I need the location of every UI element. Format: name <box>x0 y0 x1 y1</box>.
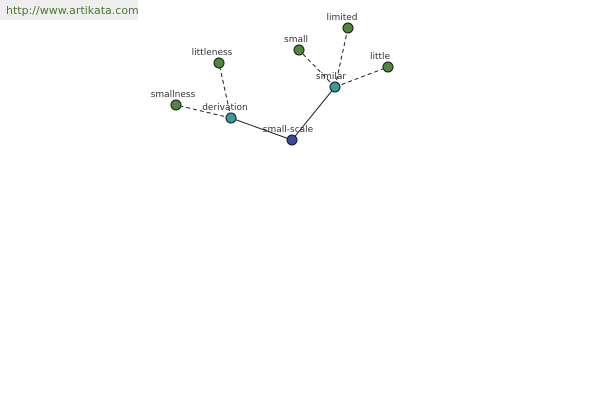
node-label-littleness: littleness <box>192 48 233 58</box>
node-smallness[interactable]: smallness <box>151 90 196 111</box>
edges-layer <box>175 27 389 141</box>
node-littleness[interactable]: littleness <box>192 48 233 69</box>
node-dot-similar[interactable] <box>329 81 341 93</box>
node-label-limited: limited <box>326 13 357 23</box>
nodes-layer: small-scale derivation similar smallness lit… <box>151 13 394 146</box>
node-similar[interactable]: similar <box>316 72 346 93</box>
node-dot-littleness[interactable] <box>213 57 225 69</box>
node-small-scale[interactable]: small-scale <box>263 125 314 146</box>
edge-derivation-to-littleness <box>218 62 232 119</box>
node-label-similar: similar <box>316 72 346 82</box>
node-dot-small[interactable] <box>293 44 305 56</box>
node-small[interactable]: small <box>284 35 308 56</box>
edge-small-scale-to-derivation <box>230 117 293 141</box>
node-dot-little[interactable] <box>382 61 394 73</box>
node-dot-smallness[interactable] <box>170 99 182 111</box>
edge-similar-to-limited <box>334 27 349 88</box>
node-little[interactable]: little <box>370 52 394 73</box>
edge-similar-to-small <box>298 49 336 88</box>
node-limited[interactable]: limited <box>326 13 358 34</box>
node-dot-small-scale[interactable] <box>286 134 298 146</box>
edge-similar-to-little <box>334 66 389 88</box>
node-dot-derivation[interactable] <box>225 112 237 124</box>
edge-derivation-to-smallness <box>175 104 232 119</box>
node-derivation[interactable]: derivation <box>202 103 248 124</box>
node-label-small: small <box>284 35 308 45</box>
node-label-little: little <box>370 52 391 62</box>
node-label-smallness: smallness <box>151 90 196 100</box>
node-dot-limited[interactable] <box>342 22 354 34</box>
site-url-link[interactable]: http://www.artikata.com <box>6 4 138 17</box>
url-banner: http://www.artikata.com <box>0 0 138 20</box>
edge-small-scale-to-similar <box>291 86 336 141</box>
node-label-derivation: derivation <box>202 103 248 113</box>
node-label-small-scale: small-scale <box>263 125 314 135</box>
